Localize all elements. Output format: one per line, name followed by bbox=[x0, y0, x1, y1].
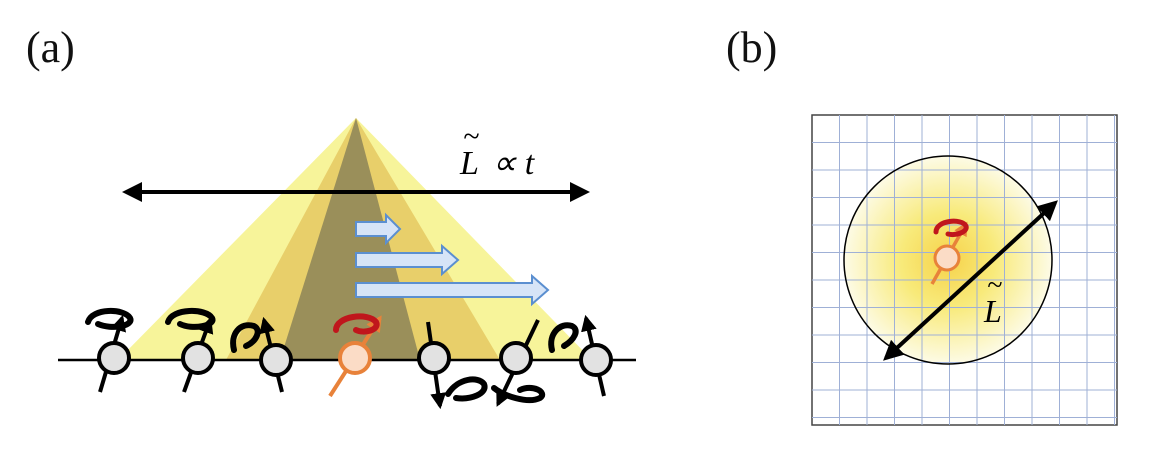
spin-circle bbox=[181, 341, 215, 375]
center-spin bbox=[328, 313, 382, 398]
precession-arrow-icon bbox=[85, 308, 134, 330]
spin-site bbox=[230, 316, 293, 393]
spin-circle bbox=[97, 341, 131, 375]
scale-label-proportional: ∝ t bbox=[492, 145, 536, 182]
light-cone bbox=[118, 118, 592, 360]
spin-site bbox=[165, 308, 216, 393]
length-label-L: L bbox=[983, 293, 1002, 329]
spin-circle bbox=[417, 341, 451, 375]
lattice-spin-circle bbox=[933, 244, 961, 272]
spin-site bbox=[417, 321, 488, 410]
lattice-center-spin bbox=[930, 218, 969, 285]
spin-circle bbox=[499, 341, 533, 375]
spin-circle bbox=[259, 343, 293, 377]
spreading-arrow-medium bbox=[355, 243, 460, 277]
spin-circle bbox=[579, 343, 613, 377]
panel-b-label: (b) bbox=[726, 23, 778, 72]
precession-arrow-icon bbox=[165, 308, 216, 330]
length-double-arrow bbox=[883, 200, 1058, 361]
spreading-arrow-short bbox=[355, 212, 402, 246]
spreading-arrows bbox=[355, 212, 550, 307]
scale-label-tilde: ~ bbox=[463, 120, 479, 153]
center-spin-circle bbox=[338, 341, 372, 375]
center-precession-arrow-icon bbox=[333, 313, 380, 335]
precession-arrow-icon bbox=[491, 384, 545, 404]
precession-arrow-icon bbox=[548, 322, 579, 353]
lattice-panel: ~ L bbox=[811, 114, 1118, 426]
panel-a-label: (a) bbox=[26, 23, 75, 72]
scale-label-L: L bbox=[459, 145, 479, 182]
length-label-tilde: ~ bbox=[987, 270, 1002, 301]
spin-site bbox=[491, 319, 545, 407]
precession-arrow-icon bbox=[445, 376, 488, 402]
spreading-arrow-long bbox=[355, 273, 550, 307]
spin-site bbox=[85, 308, 134, 393]
lattice-precession-arrow-icon bbox=[933, 218, 969, 237]
spin-chain bbox=[85, 308, 613, 410]
precession-arrow-icon bbox=[230, 322, 261, 353]
spin-site bbox=[548, 314, 613, 397]
light-cone-inner bbox=[280, 118, 420, 360]
